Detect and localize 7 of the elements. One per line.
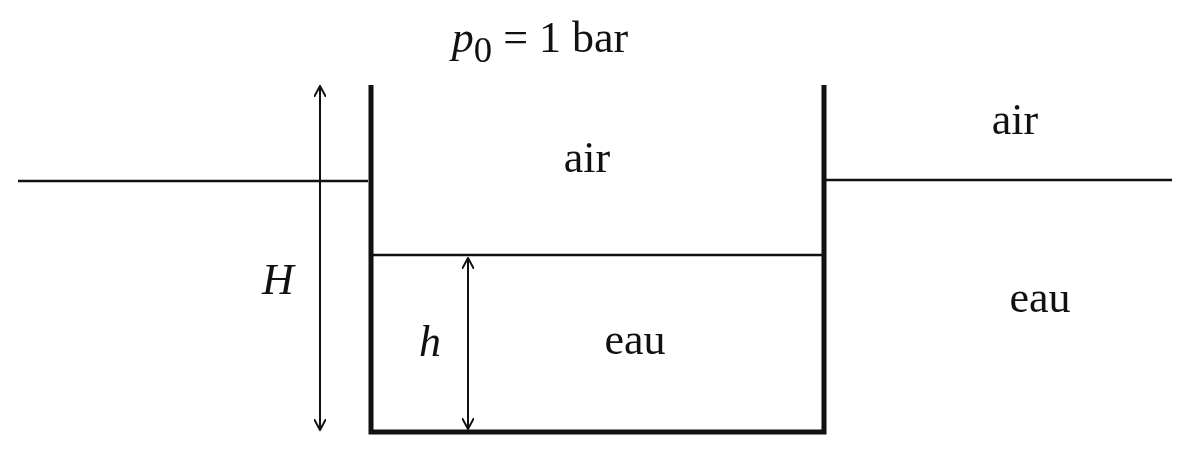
medium-label: eau	[604, 318, 666, 362]
medium-label: air	[563, 136, 611, 180]
dimension-label: H	[262, 258, 294, 302]
dimension-label: h	[419, 320, 441, 364]
medium-label: eau	[1009, 276, 1071, 320]
pressure-label: p$_{0}$ = 1 bar	[451, 15, 629, 69]
medium-label: air	[991, 98, 1039, 142]
